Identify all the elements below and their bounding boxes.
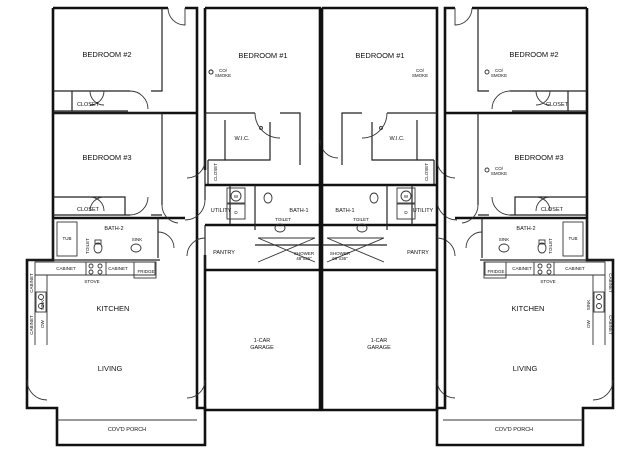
label-shower-left: SHOWER [294, 251, 315, 256]
label-washer-left: W [234, 194, 239, 199]
label-wic-right: W.I.C. [390, 136, 405, 142]
label-cabinet-right-v2: CABINET [608, 315, 613, 335]
label-garage-left-2: GARAGE [250, 345, 274, 351]
label-cabinet-left-v2: CABINET [29, 315, 34, 335]
label-closet-center-left: CLOSET [213, 163, 218, 181]
label-bath2-right: BATH-2 [516, 226, 535, 232]
label-cabinet-right-1: CABINET [512, 266, 532, 271]
label-cabinet-left-2: CABINET [108, 266, 128, 271]
label-utility-left: UTILITY [211, 208, 232, 214]
label-shower-size-left: 48"x36" [296, 256, 312, 261]
label-wic-left: W.I.C. [235, 136, 250, 142]
label-shower-right: SHOWER [330, 251, 351, 256]
label-bedroom3-left: BEDROOM #3 [82, 153, 131, 162]
label-bedroom2-right: BEDROOM #2 [509, 50, 558, 59]
label-fridge-left: FRIDGE [137, 269, 154, 274]
label-closet-right-mid: CLOSET [541, 207, 564, 213]
label-cabinet-left-1: CABINET [56, 266, 76, 271]
label-toilet-right: TOILET [353, 217, 369, 222]
label-toilet-left: TOILET [275, 217, 291, 222]
label-living-right: LIVING [513, 364, 538, 373]
label-cosmoke-right3: CO/ [495, 166, 504, 171]
label-cosmoke-right3b: SMOKE [491, 171, 507, 176]
label-cosmoke-right2b: SMOKE [491, 73, 507, 78]
label-dryer-right: D [404, 210, 408, 215]
label-bedroom1-right: BEDROOM #1 [355, 51, 404, 60]
label-tub-left: TUB [63, 236, 72, 241]
label-bath1-right: BATH-1 [335, 208, 354, 214]
label-bedroom1-left: BEDROOM #1 [238, 51, 287, 60]
label-dryer-left: D [234, 210, 238, 215]
label-porch-left: COV'D PORCH [108, 427, 146, 433]
label-cosmoke-right2: CO/ [495, 68, 504, 73]
label-closet-center-right: CLOSET [424, 163, 429, 181]
label-pantry-left: PANTRY [213, 250, 235, 256]
label-closet-left-top: CLOSET [77, 102, 100, 108]
label-cosmoke-right1: CO/ [416, 68, 425, 73]
left-unit [25, 6, 214, 447]
label-porch-right: COV'D PORCH [495, 427, 533, 433]
label-bedroom2-left: BEDROOM #2 [82, 50, 131, 59]
label-pantry-right: PANTRY [407, 250, 429, 256]
label-garage-right-2: GARAGE [367, 345, 391, 351]
label-cosmoke-left1b: SMOKE [215, 73, 231, 78]
label-fridge-right: FRIDGE [487, 269, 504, 274]
label-shower-size-right: 66"x36" [332, 256, 348, 261]
label-closet-right-top: CLOSET [546, 102, 569, 108]
label-kitchen-right: KITCHEN [512, 304, 545, 313]
label-cosmoke-right1b: SMOKE [412, 73, 428, 78]
label-garage-left-1: 1-CAR [254, 338, 271, 344]
right-unit [208, 6, 615, 447]
label-sink-left: SINK [132, 237, 143, 242]
label-sink-right: SINK [499, 237, 510, 242]
label-tub-right: TUB [569, 236, 578, 241]
label-living-left: LIVING [98, 364, 123, 373]
label-cosmoke-left1: CO/ [219, 68, 228, 73]
label-sink-right-v: SINK [586, 300, 591, 311]
label-washer-right: W [404, 194, 409, 199]
label-kitchen-left: KITCHEN [97, 304, 130, 313]
label-cabinet-right-v1: CABINET [608, 273, 613, 293]
label-garage-right-1: 1-CAR [371, 338, 388, 344]
label-toilet-left-v: TOILET [85, 238, 90, 254]
label-dw-left: DW [40, 320, 45, 328]
label-bath2-left: BATH-2 [104, 226, 123, 232]
label-cabinet-left-v1: CABINET [29, 273, 34, 293]
center-left-unit [184, 6, 339, 412]
label-utility-right: UTILITY [413, 208, 434, 214]
label-dw-right: DW [586, 320, 591, 328]
label-stove-left: STOVE [84, 279, 99, 284]
label-toilet-right-v: TOILET [548, 238, 553, 254]
label-bath1-left: BATH-1 [289, 208, 308, 214]
label-bedroom3-right: BEDROOM #3 [514, 153, 563, 162]
label-cabinet-right-2: CABINET [565, 266, 585, 271]
label-stove-right: STOVE [540, 279, 555, 284]
label-closet-left-mid: CLOSET [77, 207, 100, 213]
label-sink-left-v: SINK [40, 300, 45, 311]
